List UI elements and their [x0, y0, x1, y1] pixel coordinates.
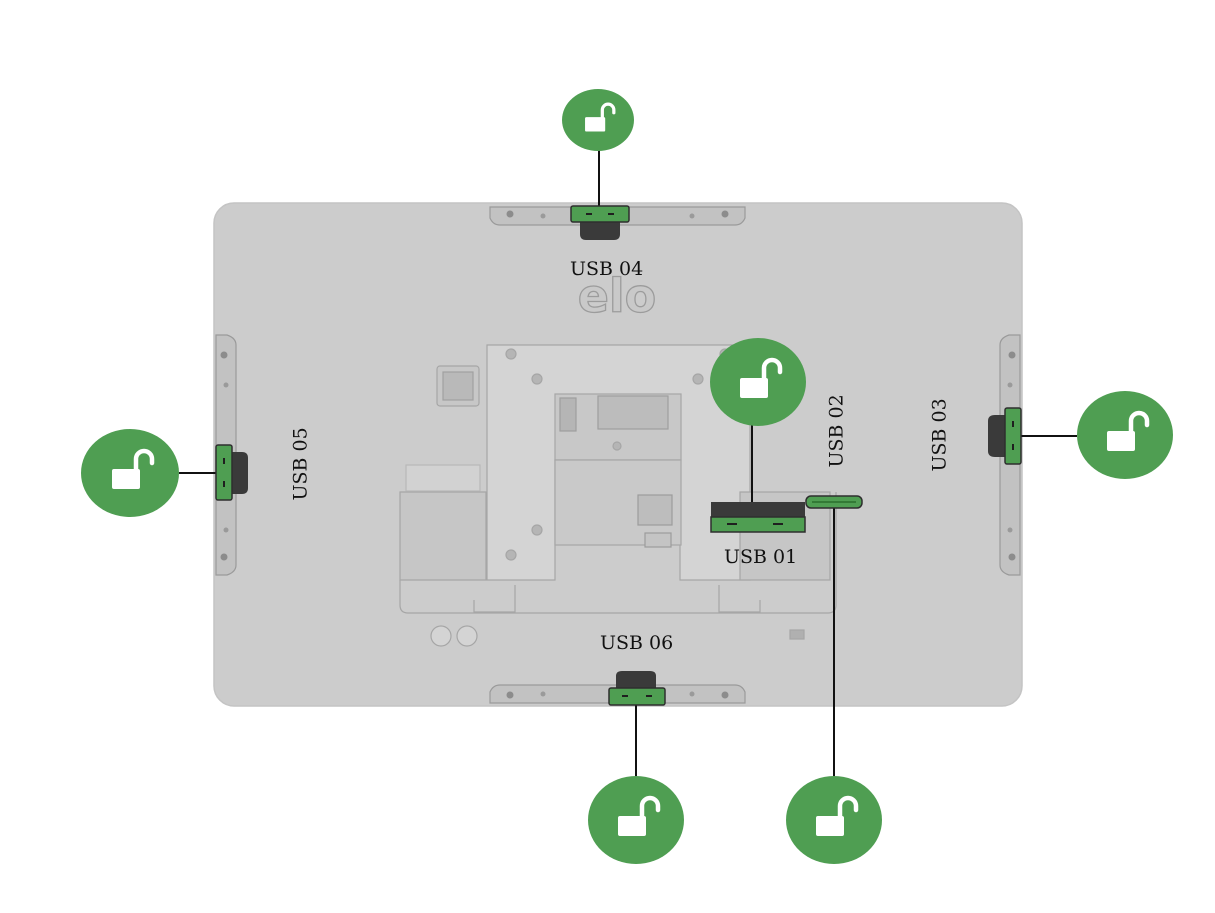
- usb-03-lock-button[interactable]: [1077, 391, 1173, 479]
- usb-06-lock-button[interactable]: [588, 776, 684, 864]
- usb-05-lock-button[interactable]: [81, 429, 179, 517]
- usb-03-label: USB 03: [928, 398, 951, 472]
- usb-02-lock-clip: [805, 495, 863, 509]
- usb-06-label: USB 06: [600, 632, 674, 654]
- usb-01-lock-clip: [710, 502, 806, 533]
- usb-04-label: USB 04: [570, 258, 644, 280]
- leader-lines: [179, 150, 1077, 776]
- usb-06-lock-clip: [608, 671, 666, 706]
- brand-logo: elo: [578, 269, 657, 323]
- usb-04-lock-clip: [570, 205, 630, 240]
- usb-05-lock-clip: [215, 444, 248, 501]
- usb-01-label: USB 01: [724, 546, 798, 568]
- usb-05-label: USB 05: [289, 427, 312, 501]
- usb-01-lock-button[interactable]: [710, 338, 806, 426]
- usb-02-label: USB 02: [825, 394, 848, 468]
- usb-03-lock-clip: [988, 407, 1022, 465]
- usb-02-lock-button[interactable]: [786, 776, 882, 864]
- usb-04-lock-button[interactable]: [562, 89, 634, 151]
